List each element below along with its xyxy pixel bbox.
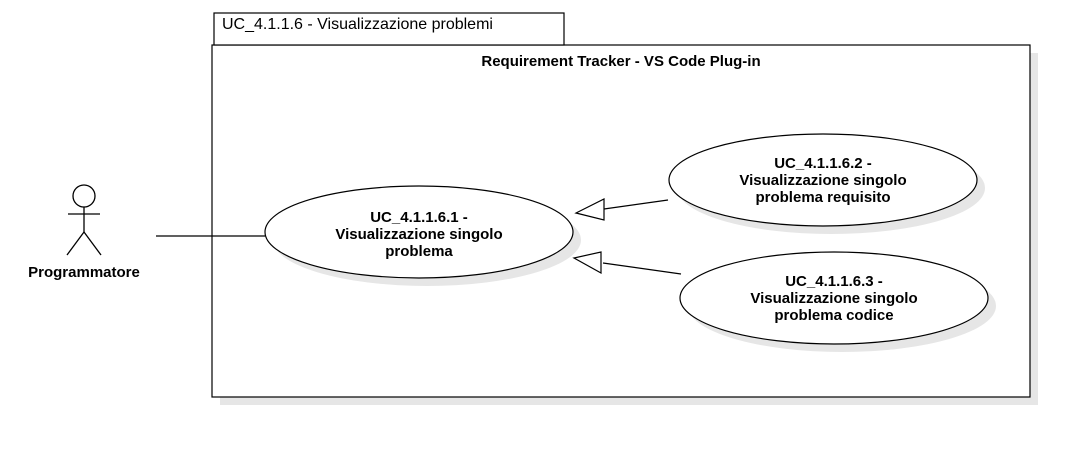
uc1-line3: problema bbox=[385, 243, 453, 260]
use-case-uc1[interactable] bbox=[264, 185, 574, 279]
use-case-uc1-label: UC_4.1.1.6.1 - Visualizzazione singolo p… bbox=[299, 209, 539, 260]
generalization-line bbox=[602, 262, 682, 275]
generalization-line bbox=[603, 199, 669, 210]
uc2-line2: Visualizzazione singolo bbox=[739, 172, 907, 189]
use-case-uc3[interactable] bbox=[679, 251, 989, 345]
frame-title: UC_4.1.1.6 - Visualizzazione problemi bbox=[222, 16, 493, 33]
system-title: Requirement Tracker - VS Code Plug-in bbox=[481, 53, 761, 70]
actor-left-leg bbox=[66, 231, 85, 256]
uc1-line2: Visualizzazione singolo bbox=[335, 226, 503, 243]
use-case-uc3-label: UC_4.1.1.6.3 - Visualizzazione singolo p… bbox=[714, 273, 954, 324]
uc2-line1: UC_4.1.1.6.2 - bbox=[774, 155, 872, 172]
use-case-uc2[interactable] bbox=[668, 133, 978, 227]
generalization-arrowhead-icon bbox=[574, 198, 605, 221]
use-case-uc2-label: UC_4.1.1.6.2 - Visualizzazione singolo p… bbox=[703, 155, 943, 206]
actor-head bbox=[72, 184, 96, 208]
uc3-line2: Visualizzazione singolo bbox=[750, 290, 918, 307]
generalization-uc3-to-uc1[interactable] bbox=[572, 251, 682, 275]
actor-right-leg bbox=[83, 231, 102, 256]
uc1-line1: UC_4.1.1.6.1 - bbox=[370, 209, 468, 226]
generalization-arrowhead-icon bbox=[572, 251, 602, 275]
uc2-line3: problema requisito bbox=[755, 189, 891, 206]
frame-tab[interactable] bbox=[213, 12, 565, 46]
actor-label: Programmatore bbox=[28, 264, 140, 281]
uc3-line3: problema codice bbox=[774, 307, 894, 324]
uc3-line1: UC_4.1.1.6.3 - bbox=[785, 273, 883, 290]
generalization-uc2-to-uc1[interactable] bbox=[574, 198, 669, 221]
actor-figure[interactable] bbox=[66, 184, 102, 256]
